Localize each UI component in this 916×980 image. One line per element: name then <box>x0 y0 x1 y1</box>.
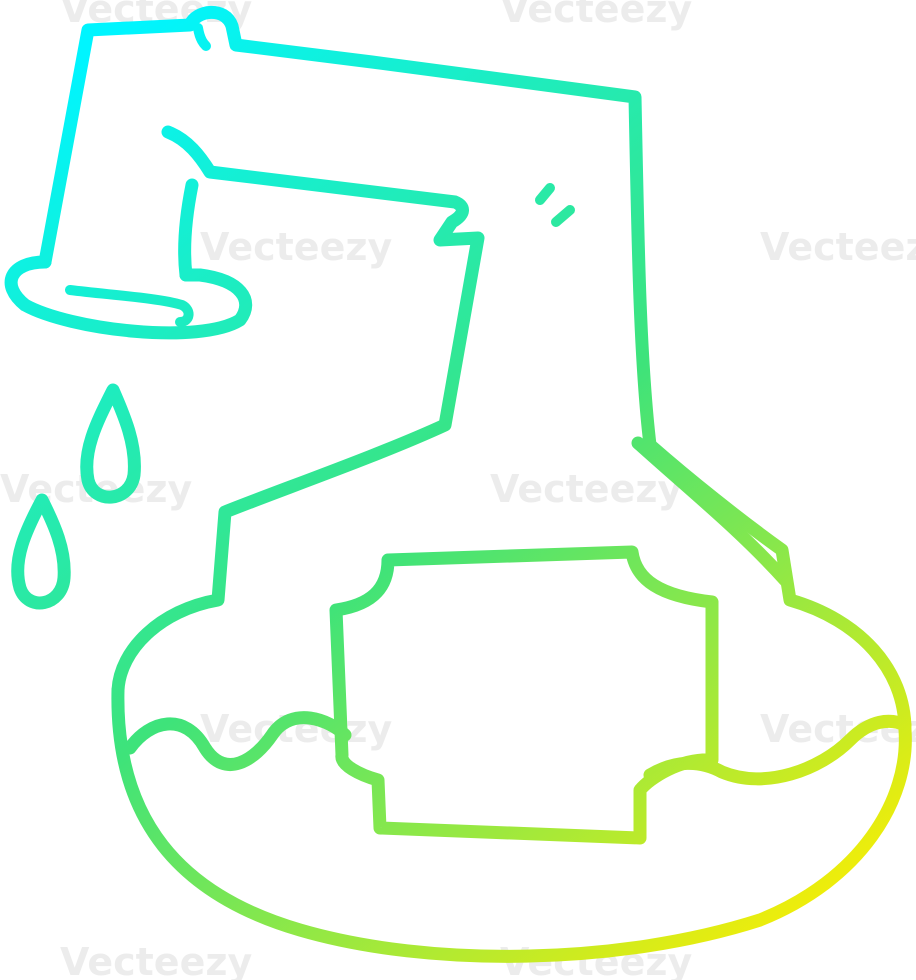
bowl-outline <box>111 438 912 963</box>
watermark-text: Vecteezy <box>60 940 252 980</box>
watermark-text: Vecteezy <box>490 467 682 511</box>
watermark-text: Vecteezy <box>200 225 392 269</box>
soap-bar <box>329 545 719 845</box>
tap-nozzle-opening <box>65 285 194 327</box>
water-drop-icon <box>80 383 141 504</box>
watermark-text: Vecteezy <box>500 0 692 31</box>
water-drop-icon <box>11 493 71 610</box>
tap-spout-outline <box>38 5 657 452</box>
tap-nozzle-ring <box>4 255 253 340</box>
tap-knob <box>193 23 211 51</box>
pipe-shine-2 <box>551 205 575 227</box>
tap-pipe-inner <box>111 125 485 697</box>
watermark-text: Vecteezy <box>760 225 916 269</box>
pipe-shine-1 <box>535 183 555 205</box>
tap-nozzle-neck <box>178 178 199 282</box>
bowl-inner-rim <box>631 436 792 587</box>
